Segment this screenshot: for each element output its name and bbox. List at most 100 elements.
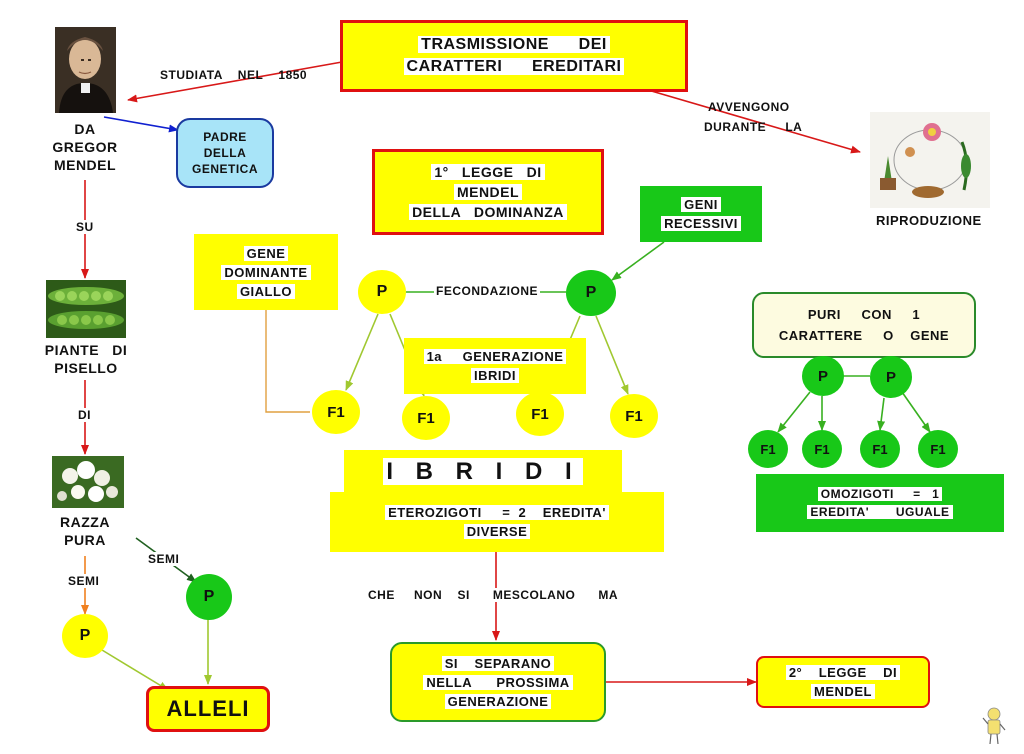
arrow-recessivi-p [611,241,665,281]
legge1-line-2: MENDEL [453,184,523,200]
f1-center-4-text: F1 [625,407,643,425]
piante-line-1: PIANTE DI [41,342,131,358]
generazione-line-1: 1a GENERAZIONE [423,349,567,364]
title-box: TRASMISSIONE DEI CARATTERI EREDITARI [340,20,688,92]
p-yellow-center: P [358,270,406,314]
padre-line-2: DELLA [200,146,250,160]
puri-box: PURI CON 1 CARATTERE O GENE [752,292,976,358]
separano-line-3: GENERAZIONE [444,693,552,709]
generazione-box: 1a GENERAZIONE IBRIDI [404,338,586,394]
geni-recessivi-box: GENI RECESSIVI [640,186,762,242]
puri-line-2: CARATTERE O GENE [775,328,953,343]
label-che-non: CHE NON SI MESCOLANO MA [368,588,619,602]
mendel-caption-da: DA [71,121,99,137]
label-studiata: STUDIATA NEL 1850 [160,68,308,82]
f1-center-2-text: F1 [417,409,435,427]
label-durante: DURANTE LA [704,120,803,134]
arrow-title-riproduzione [647,89,861,154]
f1-right-1: F1 [748,430,788,468]
ibridi-line-2: DIVERSE [463,524,531,539]
arrow-mendel-padre [103,116,179,133]
mendel-caption-mendel: MENDEL [50,157,120,173]
p-yellow-center-text: P [376,283,388,300]
arrow-title-mendel [127,61,343,103]
gene-dominante-line-1: GENE [243,245,289,261]
f1-right-3: F1 [860,430,900,468]
title-line-2: CARATTERI EREDITARI [403,58,625,75]
piante-caption: PIANTE DI PISELLO [30,338,142,380]
mendel-portrait [55,27,116,113]
razza-caption: RAZZA PURA [40,510,130,552]
omozigoti-box: OMOZIGOTI = 1 EREDITA' UGUALE [756,474,1004,532]
legge2-line-1: 2° LEGGE DI [785,665,901,680]
line-gene-dominante [265,310,310,413]
mascot-figure-icon [982,707,1006,745]
plant-cycle-image [870,112,990,208]
f1-center-1: F1 [312,390,360,434]
arrow-p2-f1d [595,315,629,395]
ibridi-body-box: ETEROZIGOTI = 2 EREDITA' DIVERSE [330,492,664,552]
f1-right-4-text: F1 [930,441,946,457]
legge1-line-1: 1° LEGGE DI [431,164,545,180]
omozigoti-line-1: OMOZIGOTI = 1 [817,487,943,501]
title-line-1: TRASMISSIONE DEI [418,36,610,53]
legge1-box: 1° LEGGE DI MENDEL DELLA DOMINANZA [372,149,604,235]
pea-flowers-photo [52,456,124,508]
mendel-caption-gregor: GREGOR [49,139,121,155]
padre-box: PADRE DELLA GENETICA [176,118,274,188]
p-green-center: P [566,270,616,316]
label-avvengono: AVVENGONO [708,100,790,114]
separano-box: SI SEPARANO NELLA PROSSIMA GENERAZIONE [390,642,606,722]
separano-line-2: NELLA PROSSIMA [423,674,573,690]
p-green-left-text: P [203,588,215,605]
padre-line-1: PADRE [200,130,250,144]
p-yellow-left-text: P [79,627,91,644]
arrow-rp2-f1d [901,391,931,433]
label-di: DI [78,408,91,422]
gene-dominante-box: GENE DOMINANTE GIALLO [194,234,338,310]
label-semi-right: SEMI [148,552,180,566]
generazione-line-2: IBRIDI [471,368,519,383]
alleli-text: ALLELI [163,696,253,721]
p-green-right-2: P [870,356,912,398]
geni-recessivi-line-2: RECESSIVI [661,216,741,231]
f1-right-2: F1 [802,430,842,468]
f1-center-3-text: F1 [531,405,549,423]
p-green-right-2-text: P [885,368,896,386]
label-riproduzione: RIPRODUZIONE [876,213,982,228]
f1-center-2: F1 [402,396,450,440]
f1-right-2-text: F1 [814,441,830,457]
flowers-image [52,456,124,508]
label-semi-left: SEMI [68,574,100,588]
label-su: SU [76,220,94,234]
ibridi-line-1: ETEROZIGOTI = 2 EREDITA' [385,505,609,520]
p-green-center-text: P [585,284,597,301]
f1-right-4: F1 [918,430,958,468]
omozigoti-line-2: EREDITA' UGUALE [807,505,953,519]
f1-right-3-text: F1 [872,441,888,457]
ibridi-title-box: I B R I D I [344,450,622,494]
p-green-left: P [186,574,232,620]
ibridi-title: I B R I D I [383,458,583,485]
gene-dominante-line-2: DOMINANTE [221,264,311,280]
f1-center-3: F1 [516,392,564,436]
razza-line-2: PURA [61,532,109,548]
p-green-right-1-text: P [817,367,828,385]
separano-line-1: SI SEPARANO [441,655,555,671]
legge1-line-3: DELLA DOMINANZA [409,204,567,220]
pea-pods-photo [46,280,126,338]
arrow-p1-f1a [345,313,379,391]
legge2-box: 2° LEGGE DI MENDEL [756,656,930,708]
label-fecondazione: FECONDAZIONE [434,284,540,298]
arrow-p-yellow-alleli [101,649,169,691]
f1-center-1-text: F1 [327,403,345,421]
p-yellow-left: P [62,614,108,658]
gene-dominante-line-3: GIALLO [236,283,296,299]
arrow-rp1-f1a [777,391,811,433]
arrow-rp2-f1c [877,397,886,431]
alleli-box: ALLELI [146,686,270,732]
riproduzione-image [870,112,990,208]
mascot-icon [982,706,1006,746]
portrait-image [55,27,116,113]
